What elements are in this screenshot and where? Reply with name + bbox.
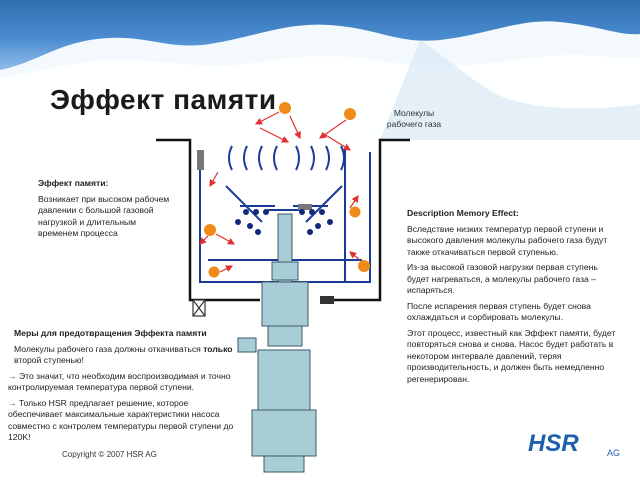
prevention-bullet-1: → Это значит, что необходим воспроизводи…	[8, 371, 238, 394]
prevention-heading: Меры для предотвращения Эффекта памяти	[14, 328, 207, 338]
bullet-2-text: Только HSR предлагает решение, которое о…	[8, 397, 234, 443]
adsorbed-molecules	[235, 209, 333, 235]
inlet-baffle-bar	[197, 150, 204, 170]
molecules-label: Молекулы рабочего газа	[386, 108, 442, 129]
definition-text: Возникает при высоком рабочем давлении с…	[38, 193, 170, 239]
description-heading: Description Memory Effect:	[407, 208, 519, 218]
definition-heading: Эффект памяти:	[38, 178, 109, 188]
intro-bold: только	[203, 343, 233, 354]
intro-text: Молекулы рабочего газа должны откачивать…	[14, 343, 204, 354]
description-p2: Из-за высокой газовой нагрузки первая ст…	[407, 262, 598, 295]
baffle-array	[228, 145, 345, 171]
copyright-text: Copyright © 2007 HSR AG	[62, 450, 157, 459]
prevention-bullet-2: → Только HSR предлагает решение, которое…	[8, 398, 238, 444]
valve-flange	[192, 299, 206, 317]
hsr-logo-suffix: AG	[607, 448, 621, 458]
second-stage-cryopanel	[225, 185, 343, 223]
cold-head	[237, 213, 317, 473]
description-p1: Вследствие низких температур первой ступ…	[407, 223, 608, 257]
gas-molecules	[204, 102, 370, 278]
intro-text-end: второй ступенью!	[14, 355, 84, 365]
hsr-logo: HSR	[528, 430, 579, 457]
description-p4: Этот процесс, известный как Эффект памят…	[407, 327, 616, 384]
bullet-arrow-icon: →	[8, 397, 17, 408]
memory-effect-definition: Эффект памяти: Возникает при высоком раб…	[38, 178, 178, 240]
molecule-trajectories	[199, 111, 361, 273]
top-cap	[298, 204, 312, 210]
vacuum-chamber-frame	[156, 138, 410, 302]
bullet-arrow-icon: →	[8, 370, 17, 381]
bullet-1-text: Это значит, что необходим воспроизводима…	[8, 370, 231, 393]
background-glacier	[0, 21, 640, 140]
slide-title: Эффект памяти	[50, 84, 277, 115]
prevention-intro: Молекулы рабочего газа должны откачивать…	[8, 344, 238, 367]
memory-effect-description: Description Memory Effect: Вследствие ни…	[407, 208, 617, 389]
prevention-measures: Меры для предотвращения Эффекта памяти М…	[8, 328, 238, 448]
description-p3: После испарения первая ступень будет сно…	[407, 300, 591, 323]
flange-right	[320, 296, 334, 304]
